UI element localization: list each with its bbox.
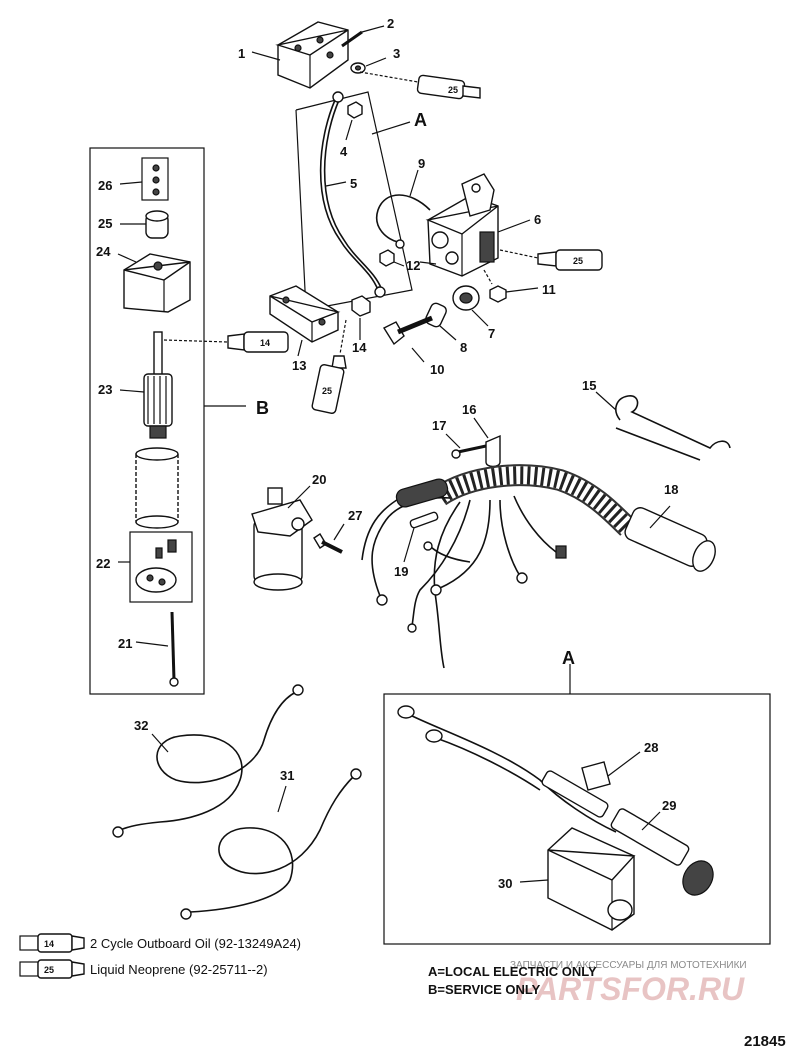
- rectifier-box: [275, 21, 349, 89]
- legend-text-neoprene: Liquid Neoprene (92-25711--2): [90, 962, 268, 977]
- callout-1: 1: [238, 46, 245, 61]
- tube-label-25-lower: 25: [322, 386, 332, 396]
- callout-14: 14: [352, 340, 367, 355]
- callout-5: 5: [350, 176, 357, 191]
- callout-2: 2: [387, 16, 394, 31]
- washer-3: [350, 57, 387, 74]
- tube-label-25-right: 25: [573, 256, 583, 266]
- tube-label-14: 14: [260, 338, 270, 348]
- callout-26: 26: [98, 178, 112, 193]
- legend-code-14: 14: [44, 939, 54, 949]
- tube-label-25-top: 25: [448, 85, 458, 95]
- callout-19: 19: [394, 564, 408, 579]
- neoprene-tube-right: [499, 249, 603, 271]
- nut-11: [483, 269, 539, 303]
- starter-motor-20: [251, 485, 313, 591]
- watermark-caption: ЗАПЧАСТИ И АКСЕССУАРЫ ДЛЯ МОТОТЕХНИКИ: [510, 960, 747, 971]
- neoprene-tube-lower: [311, 319, 347, 414]
- screw-17: [445, 433, 487, 459]
- callout-23: 23: [98, 382, 112, 397]
- cable-31: [180, 768, 362, 920]
- wiring-harness-18: [361, 464, 716, 669]
- drive-bracket-24: [117, 253, 191, 313]
- starter-solenoid: [425, 173, 499, 277]
- callout-7: 7: [488, 326, 495, 341]
- legend-item-oil: 14 2 Cycle Outboard Oil (92-13249A24): [19, 933, 301, 953]
- callout-27: 27: [348, 508, 362, 523]
- callout-4: 4: [340, 144, 348, 159]
- legend-text-oil: 2 Cycle Outboard Oil (92-13249A24): [90, 936, 301, 951]
- callout-28: 28: [644, 740, 658, 755]
- callout-11: 11: [542, 282, 556, 297]
- legend-code-25: 25: [44, 965, 54, 975]
- oil-tube-14: [227, 331, 289, 353]
- group-label-a-bottom: A: [562, 648, 575, 668]
- callout-15: 15: [582, 378, 596, 393]
- cable-32: [112, 684, 304, 838]
- callout-24: 24: [96, 244, 111, 259]
- clamp-16: [473, 417, 501, 468]
- callout-13: 13: [292, 358, 306, 373]
- legend-item-neoprene: 25 Liquid Neoprene (92-25711--2): [19, 959, 268, 979]
- watermark-logo: PARTSFOR.RU: [516, 971, 745, 1007]
- bracket-13: [269, 285, 341, 357]
- callout-31: 31: [280, 768, 294, 783]
- boot-7: [452, 285, 489, 327]
- callout-18: 18: [664, 482, 678, 497]
- callout-8: 8: [460, 340, 467, 355]
- motor-frame: [135, 447, 179, 529]
- callout-10: 10: [430, 362, 444, 377]
- group-label-b: B: [256, 398, 269, 418]
- bolt-10: [382, 315, 433, 363]
- armature-23: [119, 331, 173, 439]
- retainer-30: [519, 827, 636, 931]
- screw-2: [341, 25, 385, 48]
- figure-number: 21845: [744, 1033, 786, 1050]
- callout-9: 9: [418, 156, 425, 171]
- end-cap-25: [120, 210, 169, 239]
- bolt-27: [313, 523, 345, 554]
- callout-12: 12: [406, 258, 420, 273]
- callout-25: 25: [98, 216, 112, 231]
- callout-3: 3: [393, 46, 400, 61]
- group-label-a-top: A: [414, 110, 427, 130]
- callout-30: 30: [498, 876, 512, 891]
- note-service-only: B=SERVICE ONLY: [428, 982, 541, 997]
- battery-cables-29: [397, 705, 714, 896]
- note-local-electric: A=LOCAL ELECTRIC ONLY: [428, 964, 597, 979]
- callout-21: 21: [118, 636, 132, 651]
- callout-22: 22: [96, 556, 110, 571]
- callout-17: 17: [432, 418, 446, 433]
- callout-32: 32: [134, 718, 148, 733]
- plate-28: [581, 751, 641, 791]
- neoprene-tube-top: [359, 71, 481, 100]
- end-plate-22: [135, 539, 177, 593]
- callout-29: 29: [662, 798, 676, 813]
- callout-16: 16: [462, 402, 476, 417]
- callout-6: 6: [534, 212, 541, 227]
- callout-20: 20: [312, 472, 326, 487]
